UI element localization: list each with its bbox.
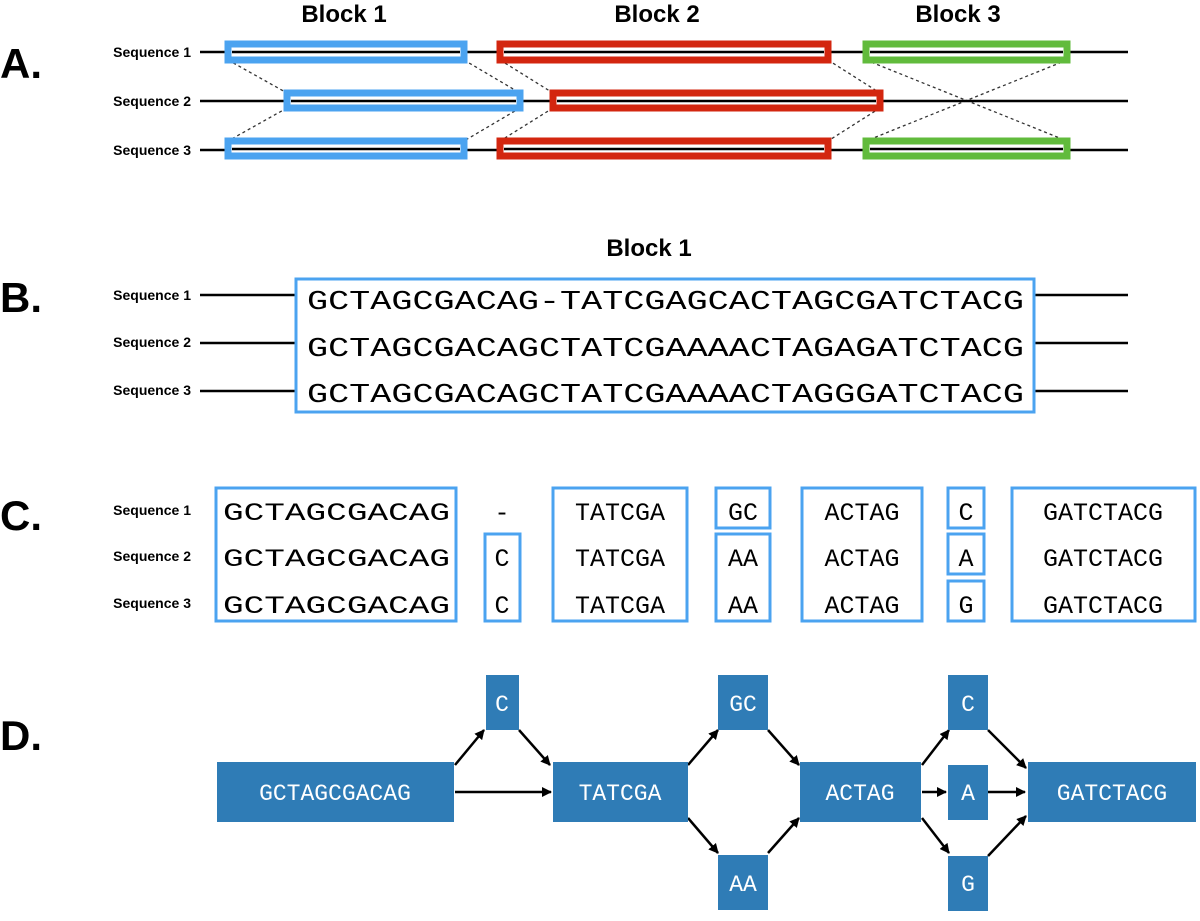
cell-c6-r3: G: [958, 592, 973, 621]
cell-c5-r3: ACTAG: [824, 592, 899, 621]
sequence-label-3: Sequence 3: [113, 142, 191, 158]
panel-letter-c: C.: [0, 492, 42, 539]
panel-letter-d: D.: [0, 712, 42, 759]
column-box-5: [800, 486, 924, 623]
cell-c7-r3: GATCTACG: [1043, 592, 1163, 621]
column-cells: GCTAGCGACAG GCTAGCGACAG GCTAGCGACAG - C …: [223, 499, 1163, 621]
column-box-6c: [946, 579, 986, 623]
cell-c3-r1: TATCGA: [575, 499, 665, 528]
node-label-n4: GC: [729, 692, 757, 718]
node-n8: [948, 765, 988, 820]
column-box-7: [1010, 486, 1197, 623]
cell-c2-r3: C: [494, 592, 509, 621]
panel-b: B. Block 1 Sequence 1 Sequence 2 Sequenc…: [0, 235, 1128, 414]
edge-n1-n2: [454, 729, 485, 766]
edge-n6-n9: [921, 817, 950, 854]
node-label-n3: TATCGA: [579, 781, 662, 807]
graph-node-labels: GCTAGCGACAG C TATCGA GC AA ACTAG C A G G…: [259, 692, 1167, 898]
node-label-n9: G: [961, 872, 975, 898]
alignment-row-3: GCTAGCGACAGCTATCGAAAACTAGGGATCTACG: [307, 380, 1024, 410]
cell-c6-r1: C: [958, 499, 973, 528]
node-label-n2: C: [495, 692, 509, 718]
cell-c4-r3: AA: [728, 592, 758, 621]
cell-c4-r1: GC: [728, 499, 758, 528]
node-label-n8: A: [961, 781, 975, 807]
panel-c: C. Sequence 1 Sequence 2 Sequence 3 GCTA…: [0, 486, 1197, 623]
edge-n9-n10: [987, 815, 1027, 857]
b-sequence-label-1: Sequence 1: [113, 287, 191, 303]
cell-c3-r2: TATCGA: [575, 545, 665, 574]
column-box-6a: [946, 486, 986, 530]
panel-d: D.: [0, 675, 1196, 911]
edge-n4-n6: [767, 729, 800, 766]
edge-n2-n3: [518, 729, 551, 766]
sequence-lines-b: [200, 293, 1128, 393]
node-label-n6: ACTAG: [825, 781, 894, 807]
panel-letter-b: B.: [0, 274, 42, 321]
node-label-n10: GATCTACG: [1057, 781, 1167, 807]
node-n7: [948, 675, 988, 730]
c-sequence-label-3: Sequence 3: [113, 595, 191, 611]
panel-a: A. Block 1 Block 2 Block 3 Sequence 1 Se…: [0, 1, 1128, 160]
sequence-label-1: Sequence 1: [113, 44, 191, 60]
b-sequence-label-3: Sequence 3: [113, 382, 191, 398]
c-sequence-label-1: Sequence 1: [113, 502, 191, 518]
cell-c5-r2: ACTAG: [824, 545, 899, 574]
block-title-1: Block 1: [301, 1, 386, 28]
cell-c1-r3: GCTAGCGACAG: [223, 592, 450, 621]
b-sequence-label-2: Sequence 2: [113, 334, 191, 350]
cell-c7-r2: GATCTACG: [1043, 545, 1163, 574]
node-n1: [217, 762, 454, 822]
c-sequence-label-2: Sequence 2: [113, 548, 191, 564]
column-boxes: [214, 486, 1197, 623]
cell-c2-r1: -: [494, 499, 509, 528]
edge-n3-n5: [687, 817, 719, 854]
alignment-row-1: GCTAGCGACAG-TATCGAGCACTAGCGATCTACG: [307, 287, 1024, 317]
node-n2: [486, 675, 519, 730]
panel-letter-a: A.: [0, 40, 42, 87]
node-n6: [800, 762, 921, 822]
edge-n7-n10: [987, 729, 1027, 769]
node-label-n1: GCTAGCGACAG: [259, 781, 411, 807]
edge-n3-n4: [687, 729, 719, 766]
column-box-6b: [946, 532, 986, 576]
alignment-row-2: GCTAGCGACAGCTATCGAAAACTAGAGATCTACG: [307, 334, 1024, 364]
graph-nodes: [217, 675, 1196, 911]
inner-lines: [232, 50, 1063, 151]
node-n3: [553, 762, 688, 822]
block-title-2: Block 2: [614, 1, 699, 28]
cell-c3-r3: TATCGA: [575, 592, 665, 621]
column-box-2: [483, 532, 522, 623]
panel-b-title: Block 1: [606, 235, 691, 262]
cell-c1-r1: GCTAGCGACAG: [223, 499, 450, 528]
cell-c2-r2: C: [494, 545, 509, 574]
graph-edges: [454, 729, 1027, 857]
sequence-label-2: Sequence 2: [113, 93, 191, 109]
node-n9: [948, 856, 988, 911]
cell-c4-r2: AA: [728, 545, 758, 574]
node-label-n7: C: [961, 692, 975, 718]
column-box-1: [214, 486, 458, 623]
cell-c5-r1: ACTAG: [824, 499, 899, 528]
node-n4: [718, 675, 768, 730]
node-label-n5: AA: [729, 872, 757, 898]
cell-c6-r2: A: [958, 545, 973, 574]
alignment-box: [294, 277, 1036, 414]
node-n5: [718, 855, 768, 910]
node-n10: [1028, 762, 1196, 822]
cell-c7-r1: GATCTACG: [1043, 499, 1163, 528]
edge-n5-n6: [767, 817, 800, 854]
column-box-3: [551, 486, 689, 623]
column-box-4b: [714, 532, 772, 623]
cell-c1-r2: GCTAGCGACAG: [223, 545, 450, 574]
edge-n6-n7: [921, 729, 950, 766]
column-box-4a: [714, 486, 772, 530]
block-title-3: Block 3: [915, 1, 1000, 28]
